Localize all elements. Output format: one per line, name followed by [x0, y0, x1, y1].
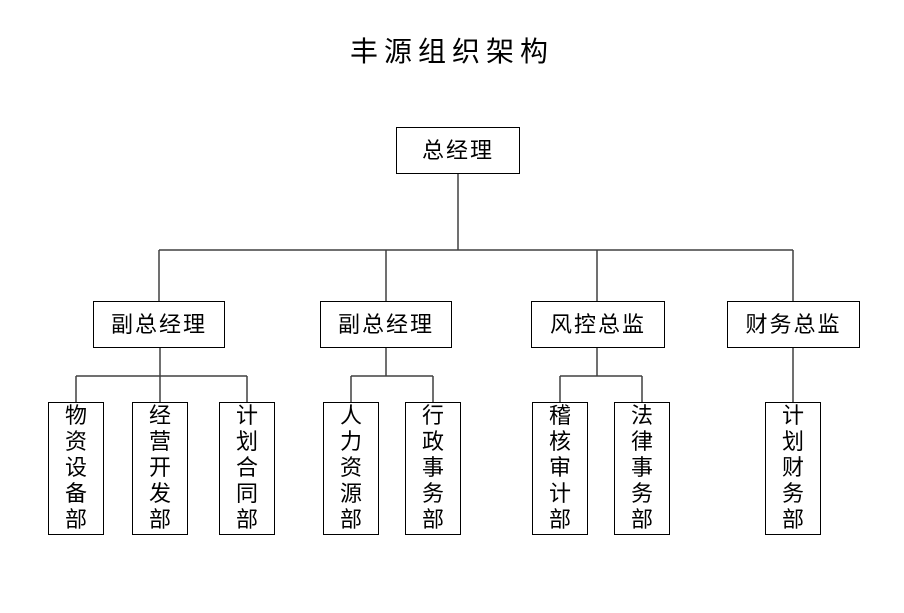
- node-dept-human-resources: 人力资源部: [323, 402, 379, 535]
- node-dept-business-development: 经营开发部: [132, 402, 188, 535]
- node-label: 经营开发部: [148, 403, 171, 533]
- node-finance-director: 财务总监: [727, 301, 860, 348]
- node-label: 人力资源部: [339, 403, 362, 533]
- node-dept-planning-finance: 计划财务部: [765, 402, 821, 535]
- node-label: 风控总监: [549, 312, 646, 338]
- node-dept-administrative-affairs: 行政事务部: [405, 402, 461, 535]
- node-label: 物资设备部: [64, 403, 87, 533]
- node-dept-materials-equipment: 物资设备部: [48, 402, 104, 535]
- node-label: 副总经理: [337, 312, 434, 338]
- node-general-manager: 总经理: [396, 127, 520, 174]
- node-dept-planning-contract: 计划合同部: [219, 402, 275, 535]
- node-label: 稽核审计部: [548, 403, 571, 533]
- node-risk-control-director: 风控总监: [531, 301, 665, 348]
- node-label: 副总经理: [110, 312, 207, 338]
- node-dept-audit: 稽核审计部: [532, 402, 588, 535]
- node-label: 财务总监: [745, 312, 842, 338]
- chart-title: 丰源组织架构: [349, 35, 554, 68]
- node-label: 计划合同部: [235, 403, 258, 533]
- node-label: 总经理: [421, 138, 494, 164]
- node-label: 法律事务部: [630, 403, 653, 533]
- node-dept-legal-affairs: 法律事务部: [614, 402, 670, 535]
- node-label: 计划财务部: [781, 403, 804, 533]
- node-deputy-gm-2: 副总经理: [320, 301, 452, 348]
- node-deputy-gm-1: 副总经理: [93, 301, 225, 348]
- node-label: 行政事务部: [421, 403, 444, 533]
